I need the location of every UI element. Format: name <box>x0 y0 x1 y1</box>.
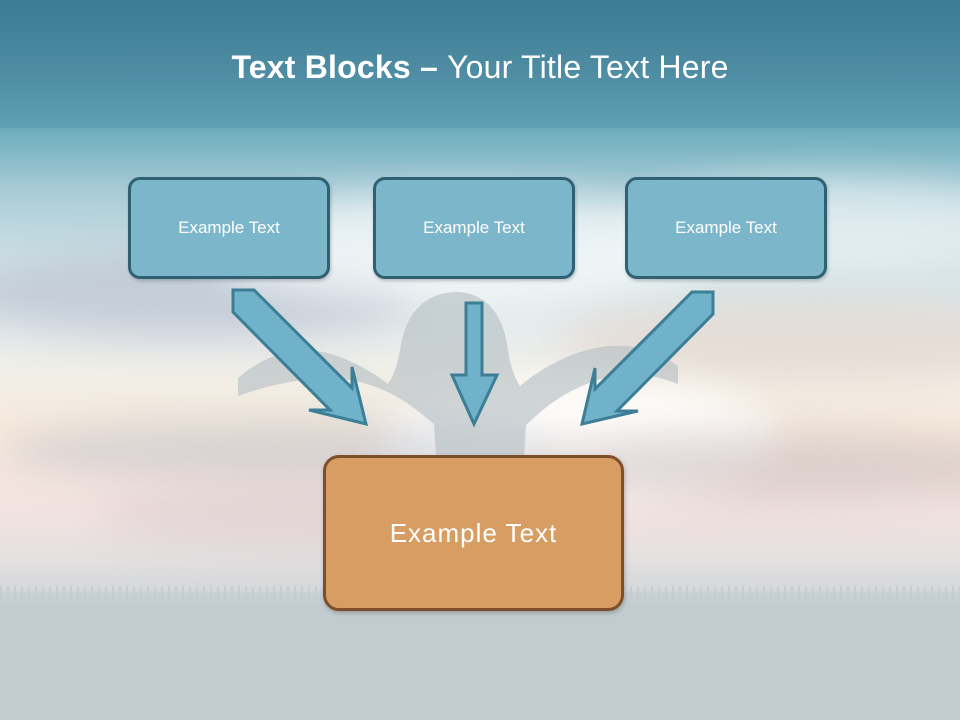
text-block-2-label: Example Text <box>423 218 525 237</box>
page-title-lead: Text Blocks <box>231 49 411 85</box>
arrow-right-shape <box>579 290 715 427</box>
page-title: Text Blocks – Your Title Text Here <box>0 48 960 86</box>
text-block-2[interactable]: Example Text <box>373 177 575 279</box>
text-block-1[interactable]: Example Text <box>128 177 330 279</box>
page-title-separator: – <box>410 49 448 85</box>
text-block-result-label: Example Text <box>389 517 558 548</box>
page-title-rest: Your Title Text Here <box>447 49 729 85</box>
title-banner <box>0 0 960 128</box>
arrow-left-shape <box>231 288 369 427</box>
text-block-result[interactable]: Example Text <box>323 455 624 611</box>
arrow-center[interactable] <box>449 301 500 428</box>
arrow-center-shape <box>449 301 500 428</box>
text-block-3[interactable]: Example Text <box>625 177 827 279</box>
ground-band <box>0 592 960 720</box>
text-block-1-label: Example Text <box>178 218 280 237</box>
text-block-3-label: Example Text <box>675 218 777 237</box>
arrow-left[interactable] <box>231 288 369 427</box>
arrow-right[interactable] <box>579 290 715 427</box>
